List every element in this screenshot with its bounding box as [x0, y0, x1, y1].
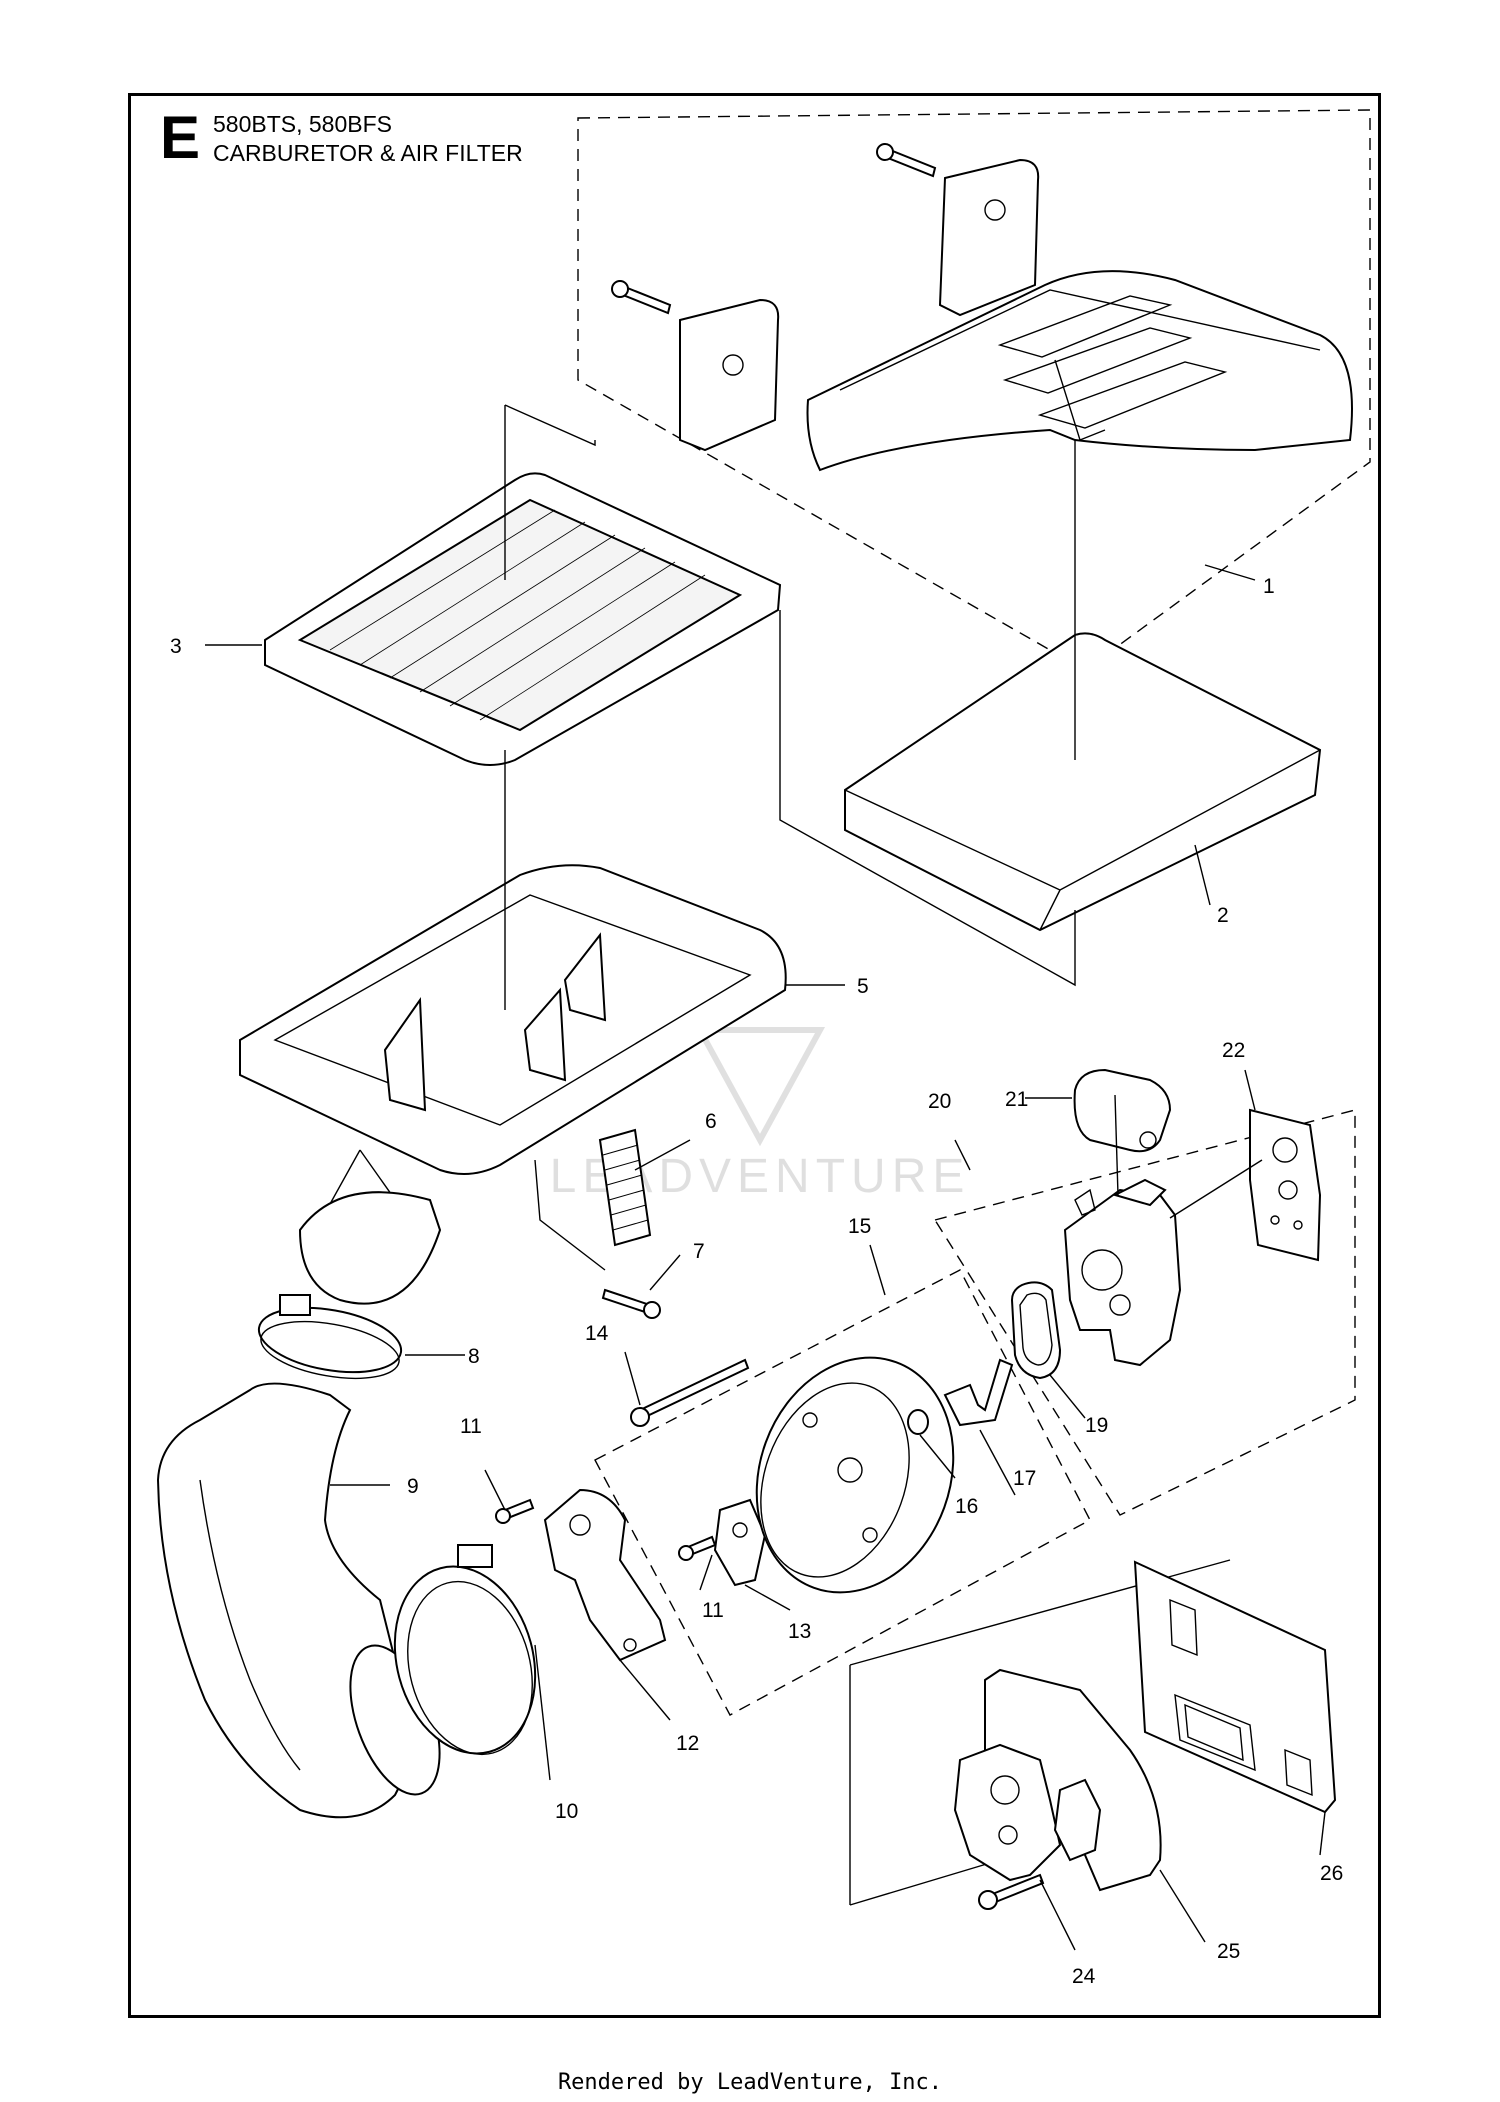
- gasket-part-22: [1249, 1108, 1322, 1262]
- callout-14: 14: [585, 1322, 609, 1345]
- callout-13: 13: [788, 1620, 811, 1643]
- diagram-title: CARBURETOR & AIR FILTER: [213, 140, 523, 166]
- gasket-part-19: [1010, 1281, 1062, 1380]
- filter-cover-part-1: [806, 270, 1353, 472]
- assembly-lines: [504, 404, 1263, 1271]
- callout-11-lower: 11: [702, 1599, 724, 1622]
- spacer-part-15: [755, 1356, 955, 1594]
- callout-3: 3: [170, 635, 182, 658]
- screw-part-11-upper: [495, 1498, 535, 1524]
- cover-latch-left: [679, 298, 780, 452]
- callout-24: 24: [1072, 1965, 1096, 1988]
- carburetor-group-outline: [933, 1109, 1356, 1516]
- callout-21: 21: [1005, 1088, 1028, 1111]
- callout-12: 12: [676, 1732, 699, 1755]
- latch-clip-part-6: [598, 1128, 652, 1247]
- callout-19: 19: [1085, 1414, 1108, 1437]
- cover-latch-right: [938, 158, 1040, 317]
- intake-duct-part-9: [156, 1382, 441, 1819]
- callout-6: 6: [705, 1110, 717, 1133]
- screw-part-7: [601, 1288, 661, 1319]
- callout-25: 25: [1217, 1940, 1240, 1963]
- hose-clamp-part-8: [257, 1294, 403, 1380]
- large-clamp-part-10: [393, 1544, 537, 1756]
- callout-10: 10: [555, 1800, 578, 1823]
- model-numbers: 580BTS, 580BFS: [213, 111, 392, 137]
- lever-part-13: [713, 1498, 767, 1587]
- intake-adapter-part-25: [953, 1668, 1162, 1892]
- long-screw-part-14: [630, 1358, 750, 1427]
- pre-filter-pad-part-2: [844, 632, 1322, 932]
- callout-8: 8: [468, 1345, 480, 1368]
- callout-5: 5: [857, 975, 869, 998]
- cover-screw-left: [611, 280, 672, 315]
- cover-group-outline: [577, 109, 1371, 671]
- callout-20: 20: [928, 1090, 951, 1113]
- screw-part-24: [978, 1873, 1045, 1910]
- diagram-frame: [128, 93, 1381, 2018]
- callout-11-upper: 11: [460, 1415, 482, 1438]
- choke-lever-part-17: [943, 1358, 1014, 1427]
- section-letter: E: [160, 104, 201, 171]
- carburetor-part-20: [1063, 1178, 1182, 1367]
- callout-22: 22: [1222, 1039, 1245, 1062]
- callout-2: 2: [1217, 904, 1229, 927]
- callout-16: 16: [955, 1495, 978, 1518]
- footer-credit: Rendered by LeadVenture, Inc.: [557, 2070, 943, 2095]
- callout-1: 1: [1263, 575, 1275, 598]
- cap-part-21: [1073, 1068, 1172, 1153]
- screw-part-11-lower: [678, 1535, 717, 1561]
- filter-housing-part-5: [239, 864, 787, 1305]
- callout-26: 26: [1320, 1862, 1343, 1885]
- leader-lines: [205, 564, 1326, 1951]
- o-ring-part-16: [907, 1409, 929, 1435]
- bracket-part-12: [543, 1488, 667, 1662]
- watermark-logo: [694, 1027, 826, 1147]
- callout-7: 7: [693, 1240, 705, 1263]
- cover-screw-right: [876, 143, 937, 178]
- heat-shield-part-26: [1133, 1560, 1337, 1814]
- callout-labels: 1 2 3 5 6 7 8 9 10 11 11 12 13 14 15 16 …: [170, 575, 1343, 1988]
- air-filter-part-3: [264, 472, 782, 766]
- callout-17: 17: [1013, 1467, 1036, 1490]
- callout-9: 9: [407, 1475, 419, 1498]
- callout-15: 15: [848, 1215, 871, 1238]
